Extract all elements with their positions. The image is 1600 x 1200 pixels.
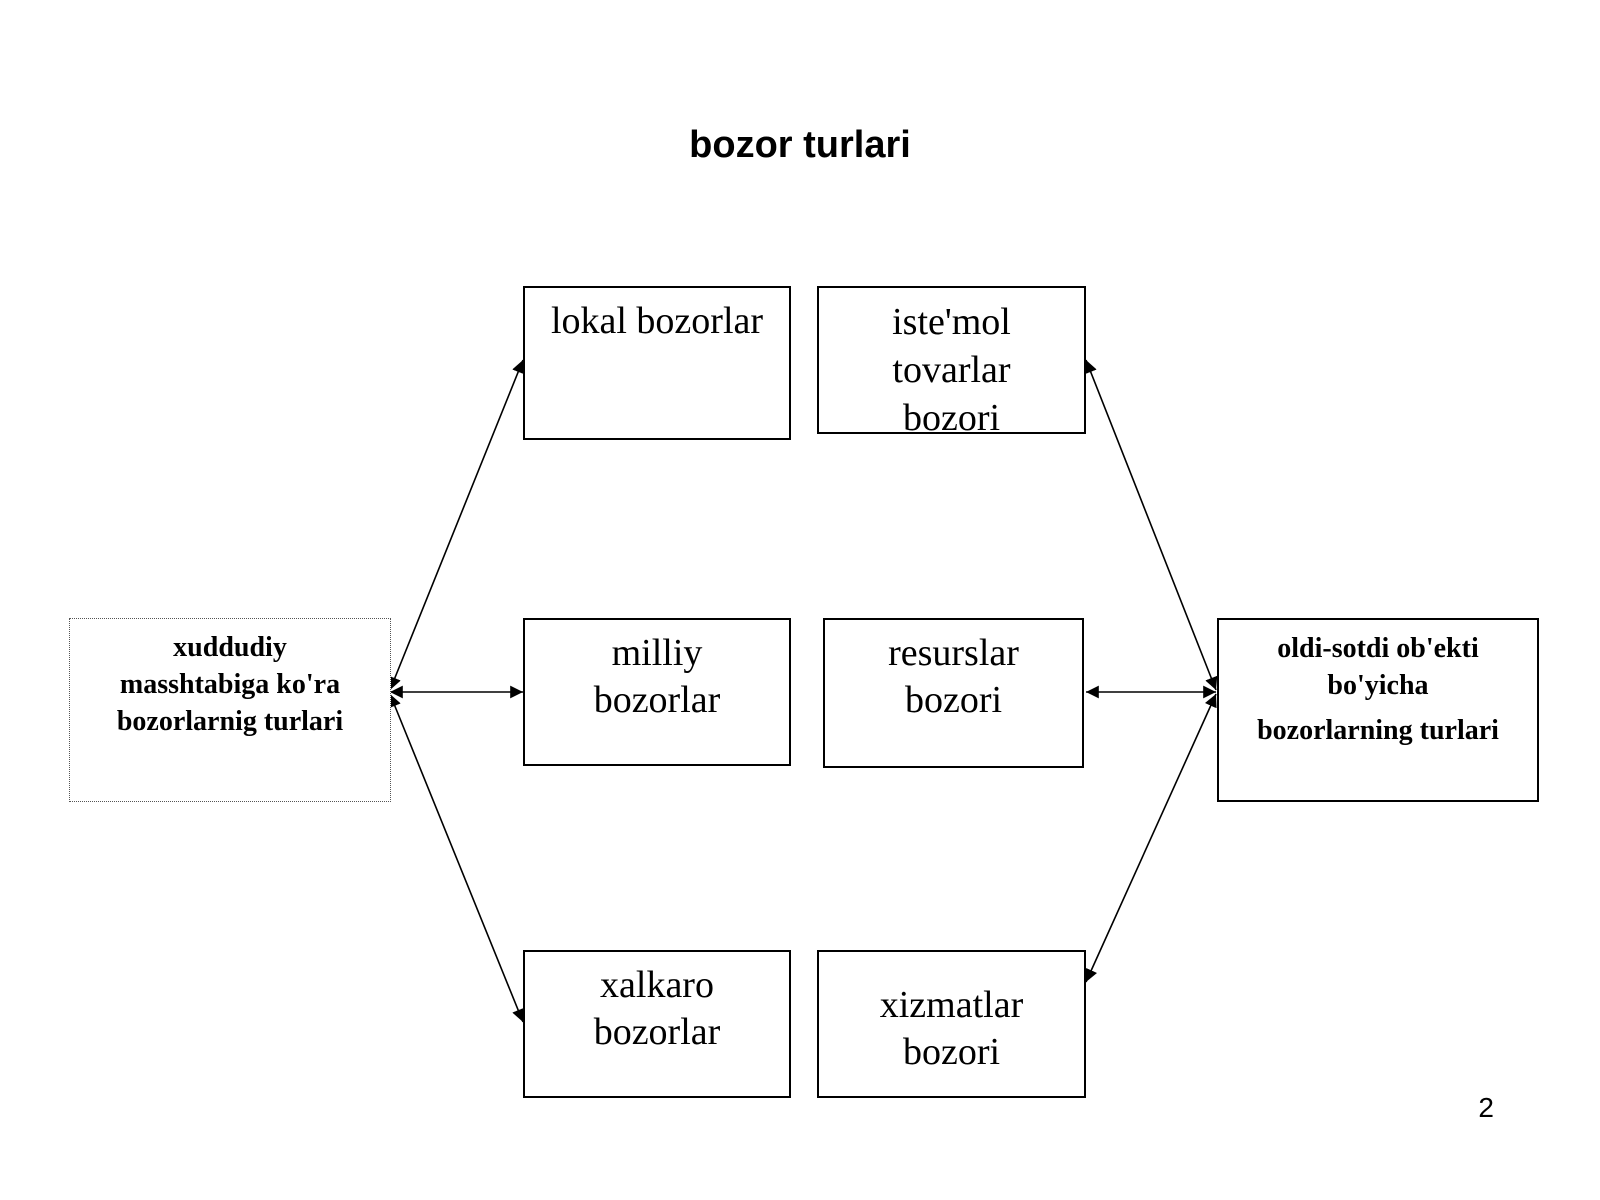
arrow-to-xalkaro [388, 693, 525, 1023]
xizmatlar-bozori-box: xizmatlar bozori [817, 950, 1086, 1098]
lokal-bozorlar-box: lokal bozorlar [523, 286, 791, 440]
territorial-category-box: xuddudiy masshtabiga ko'ra bozorlarnig t… [69, 618, 391, 802]
resurslar-bozori-box: resurslar bozori [823, 618, 1084, 768]
milliy-bozorlar-box: milliy bozorlar [523, 618, 791, 766]
arrow-to-lokal [388, 359, 525, 691]
arrow-to-istemol [1084, 359, 1218, 691]
xalkaro-bozorlar-box: xalkaro bozorlar [523, 950, 791, 1098]
diagram-title: bozor turlari [689, 124, 911, 166]
page-number: 2 [1478, 1092, 1494, 1123]
object-category-box: oldi-sotdi ob'ekti bo'yicha bozorlarning… [1217, 618, 1539, 802]
istemol-tovarlar-bozori-box: iste'mol tovarlar bozori [817, 286, 1086, 439]
arrow-to-xizmatlar [1085, 693, 1217, 983]
